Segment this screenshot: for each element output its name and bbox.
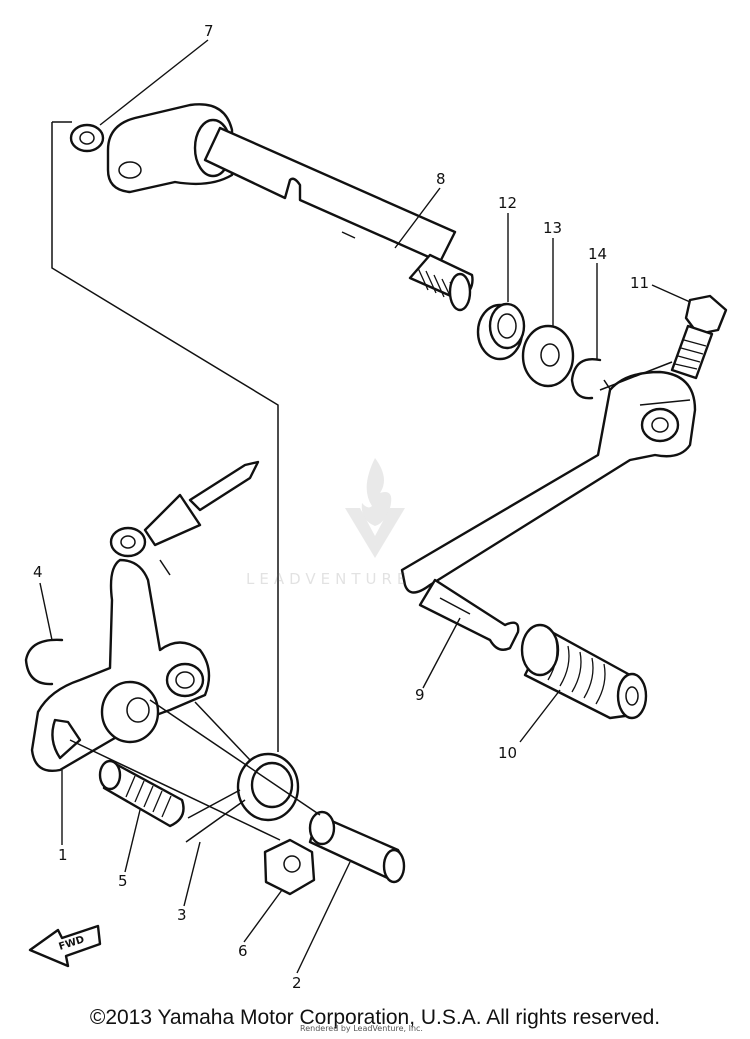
part-14-circlip bbox=[570, 358, 613, 400]
part-2-collar bbox=[308, 810, 406, 884]
leadventure-watermark: LEADVENTURE bbox=[246, 458, 411, 588]
part-4-circlip bbox=[24, 638, 64, 686]
callout-2: 2 bbox=[292, 974, 302, 992]
callout-11: 11 bbox=[630, 274, 649, 292]
part-11-bolt bbox=[670, 294, 728, 380]
watermark-text: LEADVENTURE bbox=[246, 570, 411, 588]
leader-lines bbox=[39, 39, 691, 974]
callout-3: 3 bbox=[177, 906, 187, 924]
assembly-boundary bbox=[51, 121, 279, 752]
callout-10: 10 bbox=[498, 744, 517, 762]
part-8-shift-shaft bbox=[106, 103, 474, 312]
part-12-oil-seal bbox=[476, 302, 526, 361]
callout-1: 1 bbox=[58, 846, 68, 864]
callout-labels: 7 8 12 13 14 11 4 9 10 1 5 3 6 2 bbox=[33, 22, 649, 992]
fwd-arrow-icon: FWD bbox=[28, 924, 102, 968]
rendered-by-note: Rendered by LeadVenture, Inc. bbox=[300, 1024, 423, 1033]
part-5-adjuster-bolt bbox=[98, 759, 185, 828]
callout-6: 6 bbox=[238, 942, 248, 960]
callout-13: 13 bbox=[543, 219, 562, 237]
callout-5: 5 bbox=[118, 872, 128, 890]
exploded-parts-diagram: 7 8 12 13 14 11 4 9 10 1 5 3 6 2 FWD bbox=[24, 22, 728, 992]
callout-14: 14 bbox=[588, 245, 607, 263]
callout-4: 4 bbox=[33, 563, 43, 581]
part-13-washer bbox=[521, 324, 575, 388]
assembly-axis-lines bbox=[69, 361, 673, 841]
part-3-return-spring bbox=[185, 752, 300, 843]
part-7-washer bbox=[69, 123, 105, 153]
copyright-notice: ©2013 Yamaha Motor Corporation, U.S.A. A… bbox=[89, 1006, 661, 1029]
flame-logo-icon bbox=[345, 458, 405, 558]
callout-12: 12 bbox=[498, 194, 517, 212]
part-10-pedal-rubber bbox=[520, 623, 648, 720]
callout-8: 8 bbox=[436, 170, 446, 188]
part-9-shift-pedal bbox=[400, 370, 697, 651]
callout-7: 7 bbox=[204, 22, 214, 40]
part-6-nut bbox=[263, 838, 316, 896]
part-1-shift-lever bbox=[30, 460, 260, 772]
callout-9: 9 bbox=[415, 686, 425, 704]
